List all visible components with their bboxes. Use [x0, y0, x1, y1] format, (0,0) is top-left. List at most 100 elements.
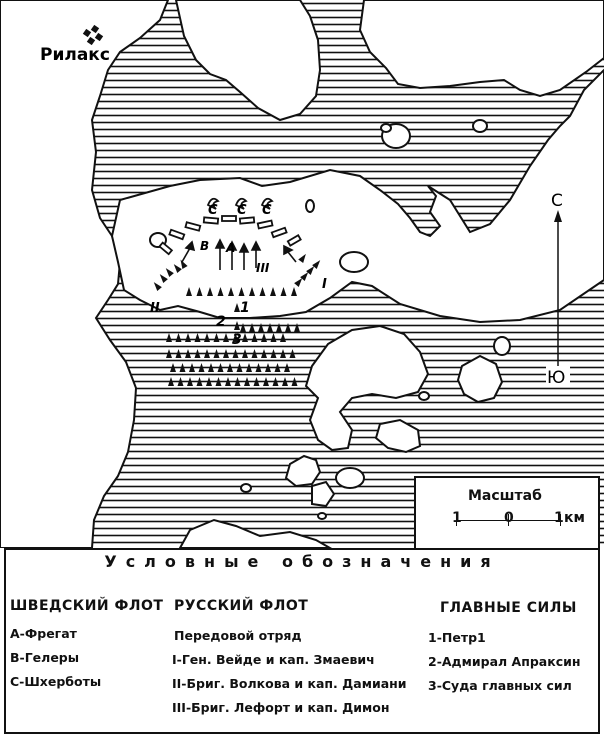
islet: [472, 119, 488, 133]
legend-main-header: ГЛАВНЫЕ СИЛЫ: [440, 600, 577, 616]
russian-ship-icon: [263, 377, 269, 386]
russian-ship-icon: [206, 377, 212, 386]
russian-ship-icon: [170, 363, 176, 372]
russian-ship-icon: [280, 333, 286, 342]
russian-ship-icon: [223, 349, 229, 358]
russian-ship-icon: [228, 287, 234, 296]
legend-main-item: 3-Суда главных сил: [428, 678, 572, 693]
legend-russian-item: I-Ген. Вейде и кап. Змаевич: [172, 652, 375, 667]
russian-ship-icon: [238, 287, 245, 296]
russian-ship-icon: [217, 363, 224, 372]
russian-ship-icon: [294, 323, 300, 332]
mainland: [0, 0, 170, 548]
russian-ship-icon: [246, 363, 252, 372]
islet: [493, 336, 511, 356]
russian-ship-icon: [244, 377, 250, 386]
label-russian-ii: II: [150, 301, 160, 316]
russian-ship-icon: [187, 377, 193, 386]
russian-ship-icon: [270, 349, 277, 358]
russian-ship-icon: [249, 323, 255, 332]
battle-map: Рилакс С С С В А III II I 1 2 3 С Ю: [0, 0, 604, 548]
russian-ship-icon: [194, 349, 201, 358]
label-swedish-c-1: С: [208, 203, 218, 218]
top-island: [358, 0, 604, 98]
russian-ship-icon: [234, 303, 240, 312]
legend-russian-header: РУССКИЙ ФЛОТ: [174, 598, 309, 614]
russian-ship-icon: [249, 287, 255, 296]
label-russian-iii: III: [256, 261, 270, 275]
russian-ship-icon: [240, 323, 246, 332]
russian-ship-icon: [280, 349, 286, 358]
legend-russian-item: III-Бриг. Лефорт и кап. Димон: [172, 700, 390, 715]
russian-ship-icon: [208, 363, 214, 372]
russian-ship-icon: [204, 349, 210, 358]
russian-ship-icon: [194, 333, 201, 342]
compass-north: С: [551, 191, 563, 211]
south-islet-mid: [374, 418, 422, 454]
russian-ship-icon: [236, 363, 243, 372]
russian-ship-icon: [166, 349, 172, 358]
russian-ship-icon: [289, 349, 296, 358]
russian-ship-icon: [166, 333, 172, 342]
russian-ship-icon: [223, 333, 229, 342]
rilaks-icon: [82, 24, 104, 46]
russian-ship-icon: [196, 287, 203, 296]
russian-ship-icon: [180, 259, 188, 269]
legend-swedish-header: ШВЕДСКИЙ ФЛОТ: [10, 598, 164, 614]
legend-swedish-item: С-Шхерботы: [10, 674, 102, 689]
russian-ship-icon: [185, 349, 191, 358]
russian-ship-icon: [153, 282, 162, 291]
label-main-3: 3: [232, 332, 242, 348]
legend-russian-item: II-Бриг. Волкова и кап. Дамиани: [172, 676, 407, 691]
russian-ship-icon: [165, 268, 174, 277]
russian-ship-icon: [261, 333, 267, 342]
russian-ship-icon: [173, 264, 182, 273]
scale-tick-left: [456, 514, 457, 526]
russian-ship-icon: [242, 333, 248, 342]
russian-ship-icon: [251, 333, 258, 342]
russian-ship-icon: [261, 349, 267, 358]
russian-ship-icon: [300, 272, 309, 281]
advance-arrows: [181, 238, 297, 270]
legend-main-item: 2-Адмирал Апраксин: [428, 654, 581, 669]
islet: [339, 251, 369, 273]
russian-ship-icon: [298, 253, 306, 263]
islet: [317, 512, 327, 520]
compass: С Ю: [546, 191, 570, 388]
russian-ship-icon: [232, 333, 239, 342]
russian-ship-icon: [175, 349, 182, 358]
russian-ship-icon: [267, 323, 273, 332]
russian-ship-icon: [232, 349, 239, 358]
russian-ship-icon: [196, 377, 203, 386]
legend-main-item: 1-Петр1: [428, 630, 486, 645]
russian-ship-icon: [179, 363, 186, 372]
scale-tick-mid: [508, 514, 509, 526]
legend-russian-item: Передовой отряд: [174, 628, 302, 643]
russian-ship-icon: [227, 363, 233, 372]
south-islet-west: [284, 454, 322, 488]
russian-ship-icon: [253, 377, 260, 386]
russian-ship-icon: [185, 333, 191, 342]
legend-title: Условные обозначения: [104, 552, 500, 571]
legend-swedish-item: А-Фрегат: [10, 626, 77, 641]
russian-fleet: [153, 253, 321, 386]
south-islet-east: [456, 354, 504, 404]
russian-ship-icon: [175, 333, 182, 342]
russian-ship-icon: [272, 377, 279, 386]
russian-ship-icon: [234, 377, 241, 386]
russian-ship-icon: [280, 287, 287, 296]
label-russian-i: I: [322, 277, 327, 292]
russian-ship-icon: [168, 377, 174, 386]
legend-swedish-item: В-Гелеры: [10, 650, 80, 665]
islet: [380, 123, 392, 133]
place-label-rilaks: Рилакс: [40, 45, 110, 65]
russian-ship-icon: [198, 363, 205, 372]
russian-ship-icon: [306, 266, 315, 275]
russian-ship-icon: [204, 333, 210, 342]
russian-ship-icon: [291, 287, 297, 296]
scale-box: Масштаб 1 0 1 км: [414, 476, 600, 548]
russian-ship-icon: [217, 287, 224, 296]
russian-ship-icon: [177, 377, 184, 386]
russian-ship-icon: [213, 349, 220, 358]
russian-ship-icon: [274, 363, 281, 372]
